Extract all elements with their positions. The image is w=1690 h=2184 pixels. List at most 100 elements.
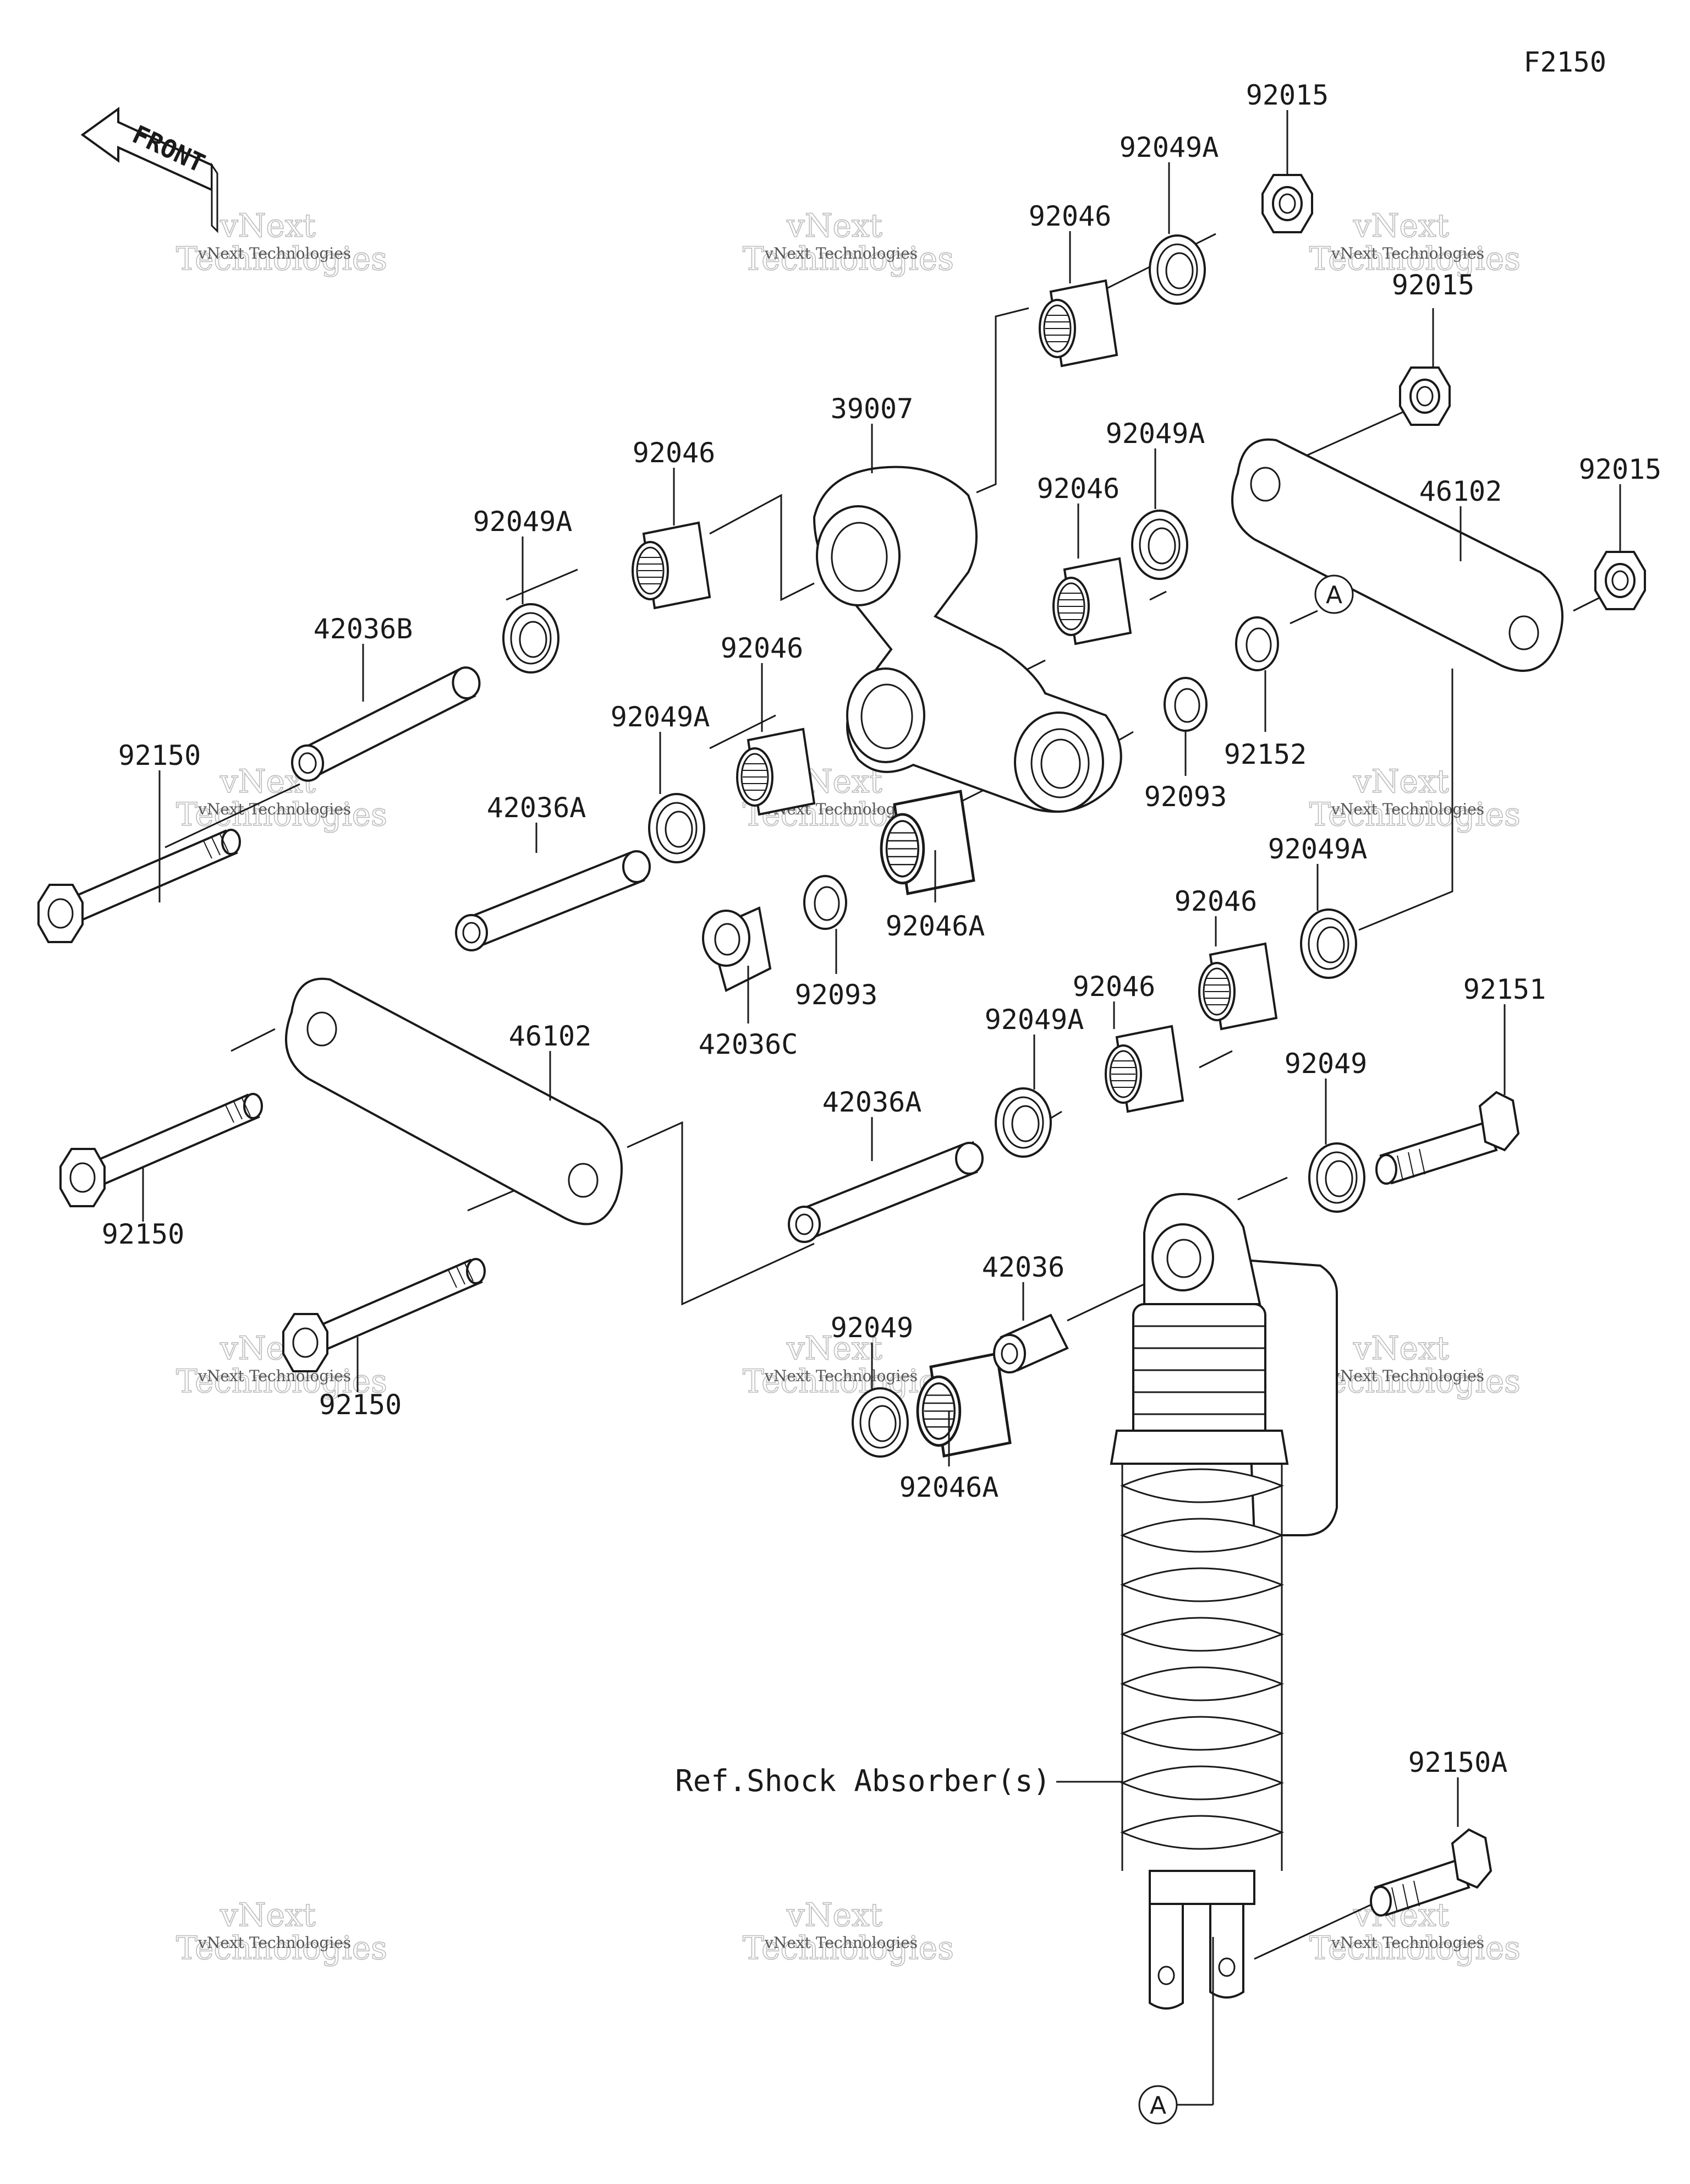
label-39007: 39007 — [831, 393, 914, 425]
label-92046A: 92046A — [899, 1471, 999, 1503]
collar-42036B — [284, 665, 488, 784]
label-46102: 46102 — [1419, 475, 1502, 507]
svg-text:vNext: vNext — [1353, 763, 1449, 800]
svg-text:Technologies: Technologies — [1309, 796, 1521, 833]
bolt-92150-3 — [282, 1258, 486, 1372]
label-92150: 92150 — [102, 1218, 185, 1250]
svg-text:Technologies: Technologies — [1309, 240, 1521, 277]
leader-lines — [142, 110, 1621, 2106]
svg-text:Technologies: Technologies — [743, 1929, 954, 1967]
shock-absorber — [1110, 1192, 1338, 2010]
label-92049: 92049 — [1285, 1048, 1368, 1080]
bolt-92150A — [1370, 1828, 1493, 1917]
svg-text:vNext: vNext — [220, 207, 316, 244]
label-92046: 92046 — [633, 437, 716, 469]
watermark: vNext Technologies vNext Technologies — [1309, 762, 1521, 834]
nut-92015-mid — [1399, 366, 1451, 426]
svg-text:Technologies: Technologies — [176, 796, 387, 833]
svg-text:vNext Technologies: vNext Technologies — [1331, 244, 1484, 262]
seal-92049-2 — [852, 1387, 909, 1458]
svg-text:Technologies: Technologies — [743, 240, 954, 277]
reference-shock-absorber-label: Ref.Shock Absorber(s) — [675, 1764, 1051, 1798]
label-92049A: 92049A — [1106, 418, 1205, 450]
label-92150: 92150 — [319, 1389, 402, 1421]
label-92049A: 92049A — [611, 701, 710, 733]
callout-a-upper: A — [1314, 574, 1354, 614]
label-42036B: 42036B — [314, 613, 413, 645]
collar-42036A-2 — [788, 1142, 984, 1243]
svg-text:vNext Technologies: vNext Technologies — [197, 800, 351, 818]
part-labels: 92015 92049A 92046 92015 39007 92049A 92… — [102, 79, 1662, 1778]
watermark: vNext Technologies vNext Technologies — [1309, 1896, 1521, 1967]
bearing-92046-5 — [1198, 943, 1277, 1030]
svg-text:vNext Technologies: vNext Technologies — [197, 1367, 351, 1385]
seal-92049A-5 — [1300, 908, 1357, 979]
label-92049A: 92049A — [985, 1004, 1084, 1036]
seal-92049A-1 — [1149, 234, 1206, 305]
svg-text:Technologies: Technologies — [743, 1362, 954, 1400]
svg-text:vNext: vNext — [786, 1896, 882, 1934]
svg-text:vNext Technologies: vNext Technologies — [764, 244, 918, 262]
label-92046: 92046 — [1029, 200, 1112, 232]
label-92049A: 92049A — [1268, 833, 1368, 865]
label-92046A: 92046A — [886, 910, 985, 942]
svg-text:vNext Technologies: vNext Technologies — [764, 1367, 918, 1385]
svg-text:vNext Technologies: vNext Technologies — [764, 1934, 918, 1952]
watermark: vNext Technologies vNext Technologies — [1309, 1329, 1521, 1400]
washer-92093-1 — [1164, 677, 1208, 732]
svg-text:A: A — [1150, 2092, 1166, 2120]
label-92046: 92046 — [1175, 885, 1258, 917]
label-92046: 92046 — [1037, 473, 1120, 505]
label-92150A: 92150A — [1408, 1747, 1508, 1778]
label-92093: 92093 — [1144, 781, 1227, 813]
watermark: vNext Technologies vNext Technologies — [1309, 206, 1521, 278]
svg-text:vNext: vNext — [786, 207, 882, 244]
watermark: vNext Technologies vNext Technologies — [742, 1896, 954, 1967]
washer-92093-2 — [803, 875, 847, 930]
label-42036A: 42036A — [822, 1086, 922, 1118]
label-92049A: 92049A — [1120, 132, 1219, 163]
bolt-92150-2 — [59, 1093, 263, 1207]
collar-42036A-1 — [455, 850, 651, 951]
watermark: vNext Technologies vNext Technologies — [175, 1896, 387, 1967]
seal-92049A-2 — [1131, 510, 1188, 580]
bearing-92046A-2 — [918, 1354, 1010, 1456]
label-92015: 92015 — [1392, 269, 1475, 301]
label-92151: 92151 — [1463, 973, 1546, 1005]
collar-42036 — [993, 1313, 1069, 1373]
collar-42036C — [702, 906, 772, 992]
svg-text:Technologies: Technologies — [176, 240, 387, 277]
bearing-92046A-1 — [881, 791, 974, 894]
label-92049: 92049 — [831, 1312, 914, 1344]
label-92046: 92046 — [1073, 971, 1156, 1003]
label-92015: 92015 — [1579, 453, 1662, 485]
svg-text:Technologies: Technologies — [176, 1929, 387, 1967]
svg-text:A: A — [1326, 581, 1342, 609]
label-92093: 92093 — [795, 979, 878, 1011]
svg-text:vNext: vNext — [1353, 207, 1449, 244]
label-92152: 92152 — [1224, 738, 1307, 770]
watermark: vNext Technologies vNext Technologies — [742, 1329, 954, 1400]
svg-text:vNext: vNext — [220, 1896, 316, 1934]
rocker-arm-39007 — [813, 466, 1122, 813]
svg-text:vNext Technologies: vNext Technologies — [1331, 1367, 1484, 1385]
svg-text:vNext Technologies: vNext Technologies — [197, 244, 351, 262]
svg-text:Technologies: Technologies — [176, 1362, 387, 1400]
label-42036A: 42036A — [487, 792, 586, 824]
nut-92015-top — [1261, 174, 1313, 233]
seal-92049A-4 — [648, 793, 705, 863]
svg-text:vNext: vNext — [1353, 1329, 1449, 1367]
callout-a-lower: A — [1138, 2085, 1178, 2125]
label-92046: 92046 — [721, 632, 804, 664]
link-46102-lower — [285, 977, 623, 1225]
bearing-92046-2 — [632, 522, 711, 609]
bearing-92046-4 — [736, 728, 815, 815]
seal-92049A-6 — [995, 1087, 1052, 1158]
svg-text:vNext Technologies: vNext Technologies — [197, 1934, 351, 1952]
bolt-92151 — [1375, 1091, 1520, 1185]
nut-92015-right — [1594, 551, 1646, 610]
label-46102: 46102 — [509, 1020, 592, 1052]
front-direction-arrow-icon: FRONT — [80, 107, 218, 233]
seal-92049A-3 — [502, 603, 559, 674]
